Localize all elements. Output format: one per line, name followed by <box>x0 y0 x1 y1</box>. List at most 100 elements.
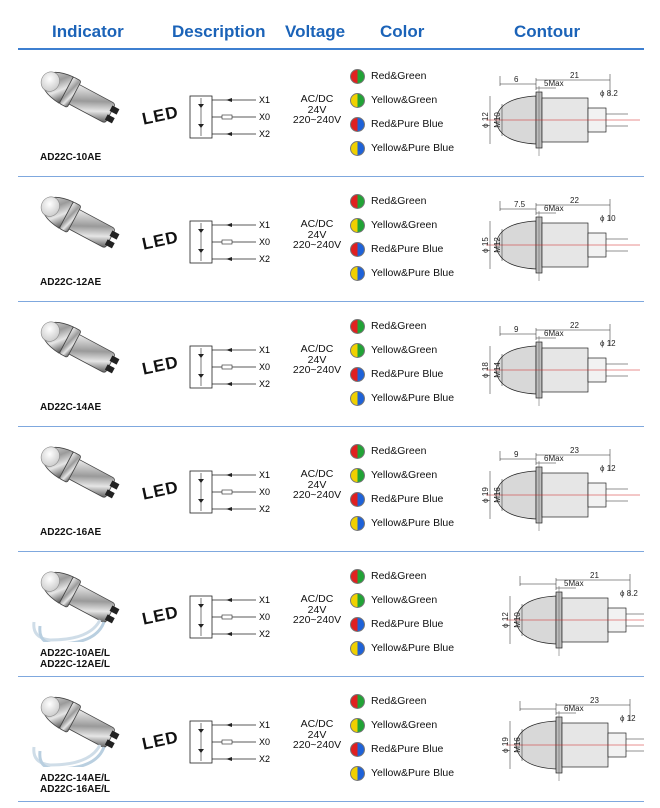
dimension-label: M16 <box>513 737 522 753</box>
bicolor-dot-icon <box>350 217 365 233</box>
header-contour: Contour <box>514 22 581 41</box>
dimension-label: M10 <box>493 112 502 128</box>
terminal-label: X0 <box>259 737 270 747</box>
color-option: Red&Green <box>350 689 470 713</box>
color-label: Yellow&Pure Blue <box>371 142 455 154</box>
voltage-line: AC/DC <box>300 218 334 230</box>
voltage-line: 24V <box>307 353 327 366</box>
color-option: Red&Green <box>350 564 470 588</box>
model-code: AD22C-10AE <box>40 152 102 163</box>
header-indicator: Indicator <box>52 22 124 41</box>
dimension-label: 6Max <box>544 454 564 463</box>
bicolor-dot-icon <box>350 741 365 757</box>
bicolor-dot-icon <box>350 515 365 531</box>
dimension-label: ϕ 15 <box>481 237 490 253</box>
bicolor-dot-icon <box>350 693 365 709</box>
color-label: Red&Pure Blue <box>371 618 444 630</box>
dimension-label: M16 <box>493 487 502 503</box>
color-option: Red&Green <box>350 189 470 213</box>
terminal-label: X0 <box>259 487 270 497</box>
color-option: Yellow&Green <box>350 588 470 612</box>
dimension-label: 23 <box>570 446 579 455</box>
dimension-label: ϕ 12 <box>481 112 490 128</box>
color-option: Red&Pure Blue <box>350 487 470 511</box>
bicolor-dot-icon <box>350 193 365 209</box>
color-label: Yellow&Pure Blue <box>371 392 455 404</box>
voltage-line: AC/DC <box>300 468 334 480</box>
color-label: Yellow&Pure Blue <box>371 517 455 529</box>
bicolor-dot-icon <box>350 116 365 132</box>
header-description: Description <box>172 22 266 41</box>
dimension-label: ϕ 19 <box>501 737 510 753</box>
color-label: Yellow&Pure Blue <box>371 267 455 279</box>
bicolor-dot-icon <box>350 568 365 584</box>
dimension-label: ϕ 18 <box>481 362 490 378</box>
bicolor-dot-icon <box>350 68 365 84</box>
color-label: Red&Green <box>371 195 427 207</box>
dimension-label: 6Max <box>564 704 584 713</box>
led-label: LED <box>140 102 181 129</box>
dimension-label: 21 <box>570 71 579 80</box>
color-option: Red&Pure Blue <box>350 612 470 636</box>
dimension-label: 23 <box>590 696 599 705</box>
voltage-line: 220~240V <box>292 614 342 626</box>
indicator-lamp-image <box>40 446 120 499</box>
color-label: Red&Pure Blue <box>371 493 444 505</box>
bicolor-dot-icon <box>350 241 365 257</box>
color-label: Red&Green <box>371 570 427 582</box>
terminal-label: X2 <box>259 379 270 389</box>
color-label: Yellow&Green <box>371 94 438 106</box>
dimension-label: ϕ 12 <box>501 612 510 628</box>
header-divider <box>18 48 644 50</box>
dimension-label: ϕ 12 <box>620 714 636 723</box>
dimension-label: 5Max <box>544 79 564 88</box>
dimension-label: 6Max <box>544 329 564 338</box>
color-option: Yellow&Pure Blue <box>350 386 470 410</box>
dimension-label: 6 <box>514 75 519 84</box>
dimension-label: M12 <box>493 237 502 253</box>
color-label: Yellow&Pure Blue <box>371 642 455 654</box>
row-divider <box>18 551 644 552</box>
terminal-label: X0 <box>259 612 270 622</box>
terminal-label: X1 <box>259 595 270 605</box>
model-code: AD22C-16AE/L <box>40 784 111 795</box>
dimension-label: M10 <box>513 612 522 628</box>
row-divider <box>18 301 644 302</box>
dimension-label: ϕ 19 <box>481 487 490 503</box>
color-option: Yellow&Pure Blue <box>350 136 470 160</box>
header-color: Color <box>380 22 425 41</box>
color-label: Yellow&Pure Blue <box>371 767 455 779</box>
color-option: Red&Pure Blue <box>350 112 470 136</box>
terminal-label: X1 <box>259 220 270 230</box>
color-option: Yellow&Green <box>350 88 470 112</box>
indicator-lamp-image <box>32 696 120 767</box>
bicolor-dot-icon <box>350 140 365 156</box>
terminal-label: X2 <box>259 129 270 139</box>
color-option: Yellow&Pure Blue <box>350 511 470 535</box>
color-label: Red&Pure Blue <box>371 743 444 755</box>
row-divider <box>18 176 644 177</box>
row-divider <box>18 801 644 802</box>
dimension-label: 7.5 <box>514 200 526 209</box>
terminal-label: X1 <box>259 345 270 355</box>
terminal-label: X1 <box>259 95 270 105</box>
dimension-label: 22 <box>570 321 579 330</box>
bicolor-dot-icon <box>350 592 365 608</box>
dimension-label: 5Max <box>564 579 584 588</box>
model-name: AD22C-14AE <box>40 402 101 413</box>
color-option: Yellow&Pure Blue <box>350 636 470 660</box>
color-option: Yellow&Pure Blue <box>350 261 470 285</box>
